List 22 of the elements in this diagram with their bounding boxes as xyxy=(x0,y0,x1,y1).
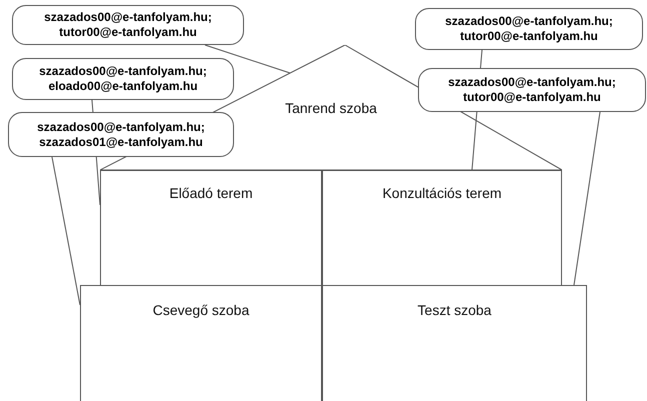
room-label: Tanrend szoba xyxy=(284,100,378,116)
room-box xyxy=(100,170,322,285)
leader-line xyxy=(472,50,482,170)
room-box xyxy=(80,285,322,401)
room-box xyxy=(322,285,587,401)
room-label: Előadó terem xyxy=(168,185,254,201)
email-text: szazados00@e-tanfolyam.hu; tutor00@e-tanfolyam.hu xyxy=(43,10,213,40)
email-text: szazados00@e-tanfolyam.hu; szazados01@e-tanfolyam.hu xyxy=(36,120,206,150)
speech-bubble xyxy=(415,8,643,50)
room-label: Csevegő szoba xyxy=(152,302,250,318)
email-text: szazados00@e-tanfolyam.hu; tutor00@e-tanfolyam.hu xyxy=(444,14,614,44)
room-label: Konzultációs terem xyxy=(381,185,503,201)
speech-bubble xyxy=(418,68,646,112)
email-text: szazados00@e-tanfolyam.hu; tutor00@e-tanfolyam.hu xyxy=(447,75,617,105)
leader-line xyxy=(574,112,600,286)
email-text: szazados00@e-tanfolyam.hu; eloado00@e-tanfolyam.hu xyxy=(38,64,208,94)
room-box xyxy=(322,170,562,285)
speech-bubble xyxy=(12,5,244,45)
speech-bubble xyxy=(12,58,234,100)
leader-line xyxy=(52,156,80,306)
room-label: Teszt szoba xyxy=(416,302,492,318)
speech-bubble xyxy=(8,112,234,157)
